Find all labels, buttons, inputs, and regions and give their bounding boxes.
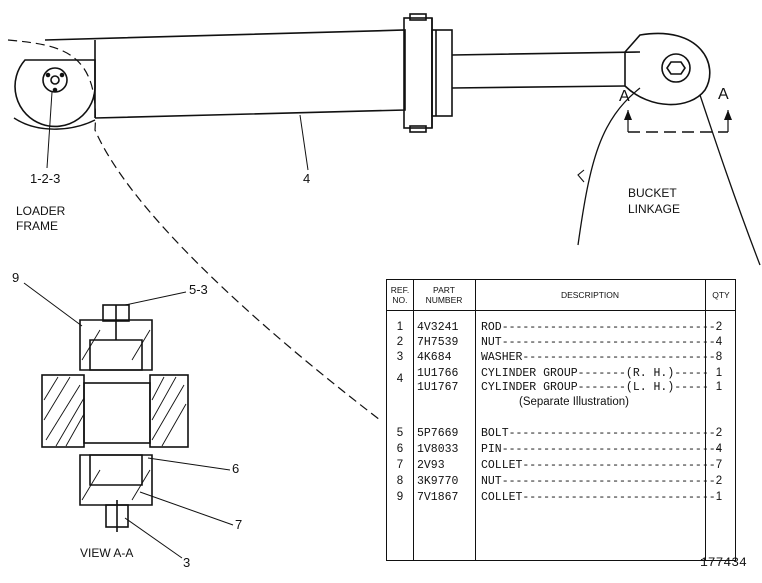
callout-9: 9 bbox=[12, 270, 20, 285]
header-qty: QTY bbox=[712, 290, 730, 300]
view-a-a-label: VIEW A-A bbox=[80, 546, 134, 560]
bucket-linkage-label-line2: LINKAGE bbox=[628, 202, 681, 216]
table-row: 8 3K9770 NUT----------------------------… bbox=[396, 475, 723, 488]
table-row: 7 2V93 COLLET---------------------------… bbox=[396, 459, 723, 472]
right-mount-eye bbox=[624, 32, 711, 106]
callout-3: 3 bbox=[183, 555, 191, 570]
view-a-a-section bbox=[41, 304, 189, 532]
table-row: 1 4V3241 ROD----------------------------… bbox=[396, 321, 723, 334]
callout-7: 7 bbox=[235, 517, 243, 532]
section-a-left: A bbox=[619, 88, 630, 105]
table-row: 3 4K684 WASHER--------------------------… bbox=[396, 351, 723, 364]
bucket-linkage-label-line1: BUCKET bbox=[628, 186, 677, 200]
table-row: 6 1V8033 PIN----------------------------… bbox=[396, 443, 723, 456]
cylinder-flange bbox=[403, 17, 433, 129]
loader-frame-outline bbox=[7, 39, 381, 421]
loader-frame-label-line2: FRAME bbox=[16, 219, 58, 233]
table-row: 2 7H7539 NUT----------------------------… bbox=[396, 336, 723, 349]
bucket-linkage bbox=[577, 87, 641, 246]
cylinder-body bbox=[44, 29, 406, 119]
callout-4: 4 bbox=[303, 171, 311, 186]
left-mount-eye bbox=[14, 59, 96, 128]
table-row: 4 1U1767 CYLINDER GROUP-------(L. H.)---… bbox=[396, 373, 723, 394]
header-description: DESCRIPTION bbox=[560, 290, 620, 300]
loader-frame-label-line1: LOADER bbox=[16, 204, 66, 218]
callout-5-3: 5-3 bbox=[189, 282, 208, 297]
cylinder-rod bbox=[451, 51, 641, 89]
separate-illustration-note: (Separate Illustration) bbox=[519, 396, 629, 408]
section-a-right: A bbox=[718, 86, 729, 103]
header-ref-no: REF.NO. bbox=[390, 285, 410, 305]
table-row: 5 5P7669 BOLT---------------------------… bbox=[396, 427, 723, 440]
callout-1-2-3: 1-2-3 bbox=[30, 171, 61, 186]
callout-6: 6 bbox=[232, 461, 240, 476]
table-row: 1U1766 CYLINDER GROUP-------(R. H.)-----… bbox=[417, 367, 723, 380]
table-row: 9 7V1867 COLLET-------------------------… bbox=[396, 491, 723, 504]
